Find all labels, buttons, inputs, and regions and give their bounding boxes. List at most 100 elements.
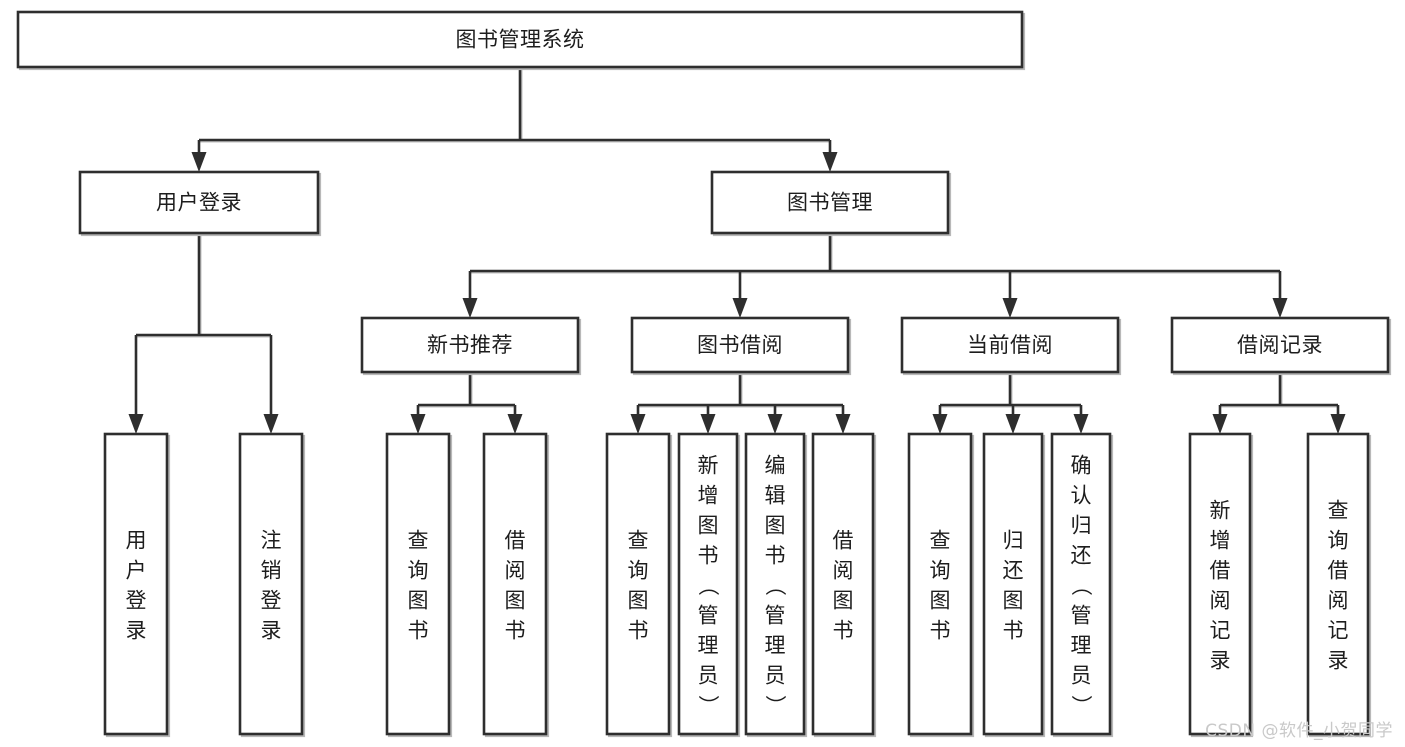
node-label-char: 登: [126, 588, 147, 612]
node-label-char: 管: [765, 603, 786, 627]
node-box[interactable]: [78, 170, 320, 235]
node-label-char: 书: [765, 543, 786, 567]
node-label-char: 书: [930, 618, 951, 642]
node-label-char: 归: [1071, 513, 1092, 537]
node-user-login[interactable]: 用户登录: [78, 170, 322, 237]
node-label: 图书借阅: [697, 333, 783, 357]
node-borrow-record[interactable]: 借阅记录: [1170, 316, 1392, 376]
connector-group-user-login: [128, 233, 279, 434]
node-label-char: ）: [696, 695, 720, 716]
node-label-char: 归: [1003, 528, 1024, 552]
node-new-book-rec[interactable]: 新书推荐: [360, 316, 582, 376]
node-label-char: （: [696, 575, 720, 596]
node-box[interactable]: [900, 316, 1120, 374]
node-book-manage[interactable]: 图书管理: [710, 170, 952, 237]
node-label-char: 用: [126, 528, 147, 552]
node-label-char: 图: [833, 588, 854, 612]
node-box[interactable]: [907, 432, 973, 736]
node-label-char: 录: [126, 618, 147, 642]
node-box[interactable]: [811, 432, 875, 736]
node-label-char: 员: [765, 663, 786, 687]
connector-layer: [128, 67, 1346, 434]
node-label-char: 编: [765, 453, 786, 477]
node-label: 图书管理: [787, 191, 873, 215]
node-book-borrow[interactable]: 图书借阅: [630, 316, 852, 376]
node-label: 借阅记录: [1237, 333, 1323, 357]
node-label-char: 查: [408, 528, 429, 552]
node-label-char: 图: [698, 513, 719, 537]
node-label-char: 员: [1071, 663, 1092, 687]
node-box[interactable]: [1170, 316, 1390, 374]
node-label-char: 记: [1210, 618, 1231, 642]
node-box[interactable]: [710, 170, 950, 235]
node-label-char: 借: [1210, 558, 1231, 582]
node-label-char: 理: [1071, 633, 1092, 657]
node-label-char: 辑: [765, 483, 786, 507]
node-leaf-user-login[interactable]: 用户登录: [103, 432, 171, 738]
node-label: 用户登录: [156, 191, 242, 215]
node-label-char: 图: [505, 588, 526, 612]
node-box[interactable]: [482, 432, 548, 736]
node-label-char: 还: [1071, 543, 1092, 567]
node-layer: 图书管理系统用户登录图书管理新书推荐图书借阅当前借阅借阅记录用户登录注销登录查询…: [16, 10, 1392, 738]
node-box[interactable]: [677, 432, 739, 736]
node-box[interactable]: [630, 316, 850, 374]
node-label: 当前借阅: [967, 333, 1053, 357]
node-root[interactable]: 图书管理系统: [16, 10, 1026, 71]
node-label-char: 书: [408, 618, 429, 642]
node-label-char: 图: [930, 588, 951, 612]
node-label-char: 新: [1210, 498, 1231, 522]
node-box[interactable]: [385, 432, 451, 736]
node-label-char: 记: [1328, 618, 1349, 642]
node-label: 新书推荐: [427, 333, 513, 357]
connector-group-book-borrow: [630, 372, 851, 434]
node-label-char: ）: [763, 695, 787, 716]
node-label-char: 阅: [505, 558, 526, 582]
node-label-char: 理: [765, 633, 786, 657]
connector-group-current-borrow: [932, 372, 1089, 434]
node-label-char: 书: [833, 618, 854, 642]
node-label-char: （: [1069, 575, 1093, 596]
node-box[interactable]: [238, 432, 304, 736]
node-box[interactable]: [1188, 432, 1252, 736]
node-box[interactable]: [16, 10, 1024, 69]
node-label-char: 询: [628, 558, 649, 582]
node-label-char: 户: [126, 558, 147, 582]
node-box[interactable]: [1306, 432, 1370, 736]
node-box[interactable]: [103, 432, 169, 736]
node-box[interactable]: [1050, 432, 1112, 736]
connector-group-book-manage: [462, 233, 1288, 318]
node-label-char: 书: [628, 618, 649, 642]
node-label-char: 新: [698, 453, 719, 477]
node-box[interactable]: [360, 316, 580, 374]
node-current-borrow[interactable]: 当前借阅: [900, 316, 1122, 376]
node-label-char: 书: [505, 618, 526, 642]
node-box[interactable]: [605, 432, 671, 736]
node-label-char: 注: [261, 528, 282, 552]
node-label-char: ）: [1069, 695, 1093, 716]
node-box[interactable]: [744, 432, 806, 736]
node-label-char: 员: [698, 663, 719, 687]
node-label-char: 阅: [1210, 588, 1231, 612]
node-label-char: 询: [408, 558, 429, 582]
node-label-char: 查: [1328, 498, 1349, 522]
connector-group-root: [191, 67, 838, 172]
node-box[interactable]: [982, 432, 1044, 736]
connector-group-borrow-record: [1212, 372, 1346, 434]
node-label-char: （: [763, 575, 787, 596]
node-label-char: 认: [1071, 483, 1092, 507]
node-label-char: 录: [261, 618, 282, 642]
